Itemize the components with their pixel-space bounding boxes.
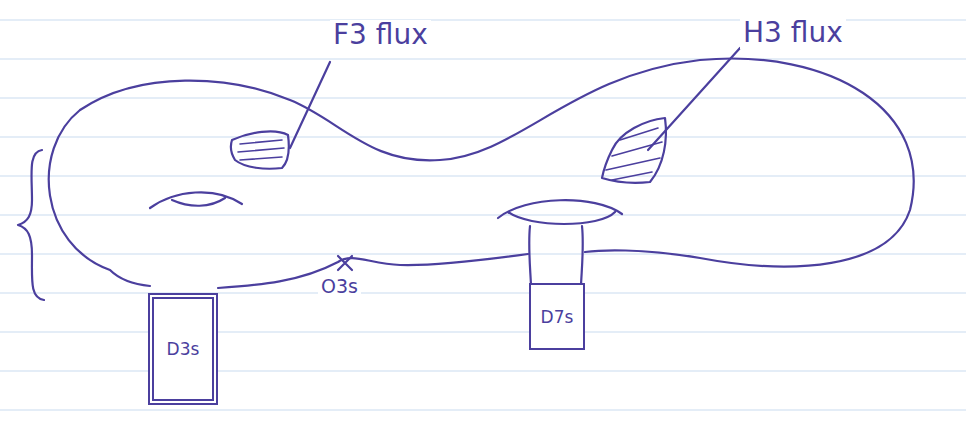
f3-hatching — [238, 140, 284, 160]
ruled-lines — [0, 20, 966, 410]
manifold-outline — [49, 59, 914, 288]
box-text: D3s — [167, 339, 200, 359]
d7-tube — [529, 226, 583, 285]
f3-leader — [290, 62, 330, 148]
d3-box: D3s — [148, 293, 218, 405]
flux-label: H3 flux — [740, 18, 846, 49]
brace — [18, 150, 44, 300]
flux-label: F3 flux — [330, 20, 431, 51]
right-handle — [498, 200, 622, 224]
d7-box: D7s — [529, 283, 585, 350]
orientifold-label: O3s — [318, 276, 361, 297]
h3-flux-patch — [602, 118, 666, 183]
h3-leader — [648, 48, 740, 150]
box-text: D7s — [541, 307, 574, 327]
f3-flux-patch — [231, 131, 289, 168]
o3-cross — [338, 256, 352, 270]
h3-hatching — [606, 128, 662, 180]
left-handle — [150, 192, 242, 208]
